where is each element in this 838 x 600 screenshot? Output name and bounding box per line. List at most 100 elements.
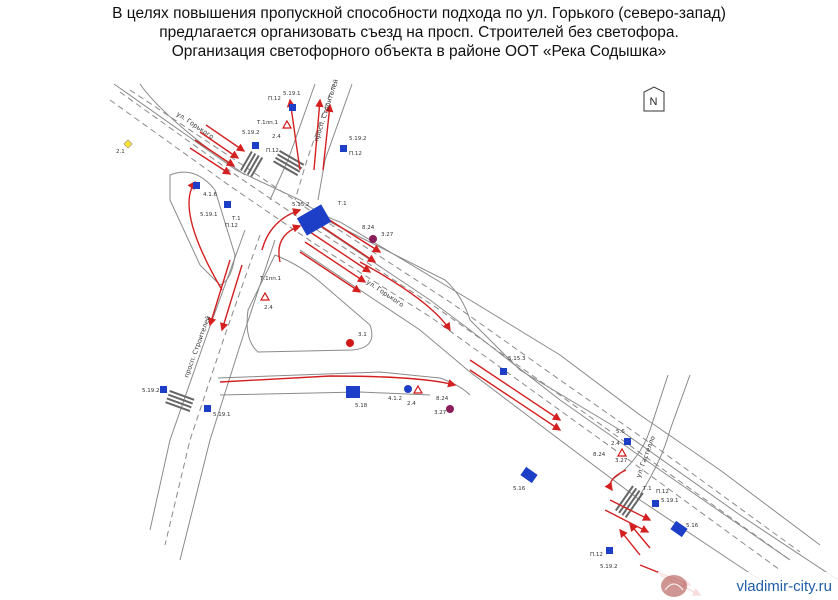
island-west — [169, 171, 236, 286]
sign-label: 2.1 — [116, 149, 125, 155]
sign-label: 5.6 — [616, 429, 625, 435]
sign-label: 2.4 — [264, 305, 273, 311]
gastello-edge-1 — [611, 374, 669, 481]
watermark: vladimir-city.ru — [658, 572, 838, 600]
gastello-edge-2 — [639, 374, 691, 496]
north-arrow: N — [643, 86, 665, 112]
arrow-gorkogo-se-5 — [299, 251, 362, 293]
arrow-stroiteley-n-1 — [286, 98, 301, 171]
stroiteley-s-edge-1 — [149, 229, 246, 531]
arrow-gastello-1 — [609, 499, 652, 521]
sign-label: 8.24 — [436, 396, 449, 402]
sign-icon — [204, 405, 211, 412]
sign-label: П.12 — [590, 552, 603, 558]
sign-label: 5.19.2 — [349, 136, 367, 142]
sign-label: Т.1лп.1 — [256, 120, 278, 126]
arrow-stroiteley-s-2 — [220, 264, 243, 332]
arrow-gorkogo-se-7 — [469, 359, 562, 421]
sign-label: 5.19.1 — [661, 498, 679, 504]
sign-icon — [289, 104, 296, 111]
no-stop-sign-icon — [369, 235, 377, 243]
sign-label: 4.1.2 — [388, 396, 402, 402]
sign-icon — [520, 466, 538, 484]
arrow-stroiteley-n-3 — [322, 103, 334, 171]
sign-label: 5.19.1 — [200, 212, 218, 218]
arrow-stroiteley-s-1 — [208, 259, 231, 327]
sign-label: 8.24 — [362, 225, 375, 231]
sign-icon — [606, 547, 613, 554]
arrow-gastello-4 — [629, 522, 651, 549]
gorkogo-lane-1 — [129, 89, 801, 553]
sign-icon — [624, 438, 631, 445]
stroiteley-s-edge-2 — [179, 239, 276, 561]
sign-label: П.12 — [268, 96, 281, 102]
sign-label: Т.1 — [642, 486, 652, 492]
sign-icon — [670, 520, 688, 538]
arrow-gastello-3 — [619, 528, 641, 556]
bus-stop-sign-icon — [346, 386, 360, 398]
sign-label: 5.19.1 — [213, 412, 231, 418]
city-emblem-icon — [661, 575, 687, 597]
sign-label: 5.19.1 — [283, 91, 301, 97]
diamond-sign-icon — [123, 139, 133, 149]
sign-icon — [252, 142, 259, 149]
sign-label: 2.4 — [611, 441, 620, 447]
sign-label: 5.16 — [686, 523, 699, 529]
service-road-2 — [219, 391, 431, 396]
title-line-2: предлагается организовать съезд на просп… — [159, 24, 679, 41]
arrow-gorkogo-se-2 — [314, 221, 377, 263]
arrow-gorkogo-nw-1 — [199, 131, 240, 159]
arrow-gorkogo-se-4 — [304, 241, 367, 283]
yield-triangle-icon — [281, 119, 293, 129]
title-line-3: Организация светофорного объекта в район… — [171, 43, 667, 60]
watermark-text[interactable]: vladimir-city.ru — [736, 577, 832, 595]
arrow-exit-curve — [261, 208, 302, 251]
sign-icon — [224, 201, 231, 208]
street-stroiteley-n: просп. Строителей — [312, 78, 340, 142]
stroiteley-s-median — [164, 234, 261, 546]
sign-label: 5.18 — [355, 403, 368, 409]
crosswalk-west — [240, 150, 264, 177]
arrow-gorkogo-se-3 — [309, 231, 372, 273]
sign-label: 4.1.6 — [203, 192, 217, 198]
sign-label: 5.19.2 — [142, 388, 160, 394]
street-names: ул. Горького ул. Горького просп. Строите… — [175, 78, 657, 478]
sign-label: П.12 — [225, 223, 238, 229]
sign-icon — [340, 145, 347, 152]
arrow-gorkogo-long — [359, 261, 451, 332]
arrow-gastello-2 — [604, 509, 650, 533]
crosswalk-south — [165, 390, 195, 413]
road-edges — [109, 83, 838, 581]
sign-label: 3.27 — [434, 410, 447, 416]
traffic-signs: 5.19.1 П.12 Т.1лп.1 2.4 5.19.2 П.12 5.19… — [116, 91, 699, 570]
traffic-arrows — [187, 98, 702, 596]
street-stroiteley-s: просп. Строителей — [182, 315, 212, 379]
arrow-stroiteley-n-2 — [313, 98, 324, 171]
sign-label: 3.1 — [358, 332, 367, 338]
sign-label: 2.4 — [272, 134, 281, 140]
gorkogo-se-edge-3 — [329, 221, 838, 581]
sign-label: П.12 — [266, 148, 279, 154]
stroiteley-n-edge-2 — [317, 83, 353, 201]
arrow-west-loop — [187, 180, 223, 291]
sign-icon — [652, 500, 659, 507]
title-line-1: В целях повышения пропускной способности… — [112, 5, 726, 22]
sign-label: 2.4 — [407, 401, 416, 407]
yield-triangle-icon — [616, 447, 628, 457]
direction-sign-icon — [404, 385, 412, 393]
sign-label: 3.27 — [615, 458, 628, 464]
sign-label: 5.19.2 — [600, 564, 618, 570]
sign-label: 5.15.3 — [508, 356, 526, 362]
sign-label: 3.27 — [381, 232, 394, 238]
sign-label: 5.19.2 — [242, 130, 260, 136]
arrow-gorkogo-nw-3 — [189, 147, 232, 175]
lane-sign-icon — [296, 204, 332, 236]
sign-label: 5.16 — [513, 486, 526, 492]
no-stop-sign-icon — [446, 405, 454, 413]
north-label: N — [650, 96, 658, 108]
arrow-gorkogo-nw-4 — [205, 124, 246, 152]
crosswalks — [165, 150, 644, 519]
sign-label: Т.1пп.1 — [259, 276, 281, 282]
crosswalk-gastello — [615, 485, 644, 519]
